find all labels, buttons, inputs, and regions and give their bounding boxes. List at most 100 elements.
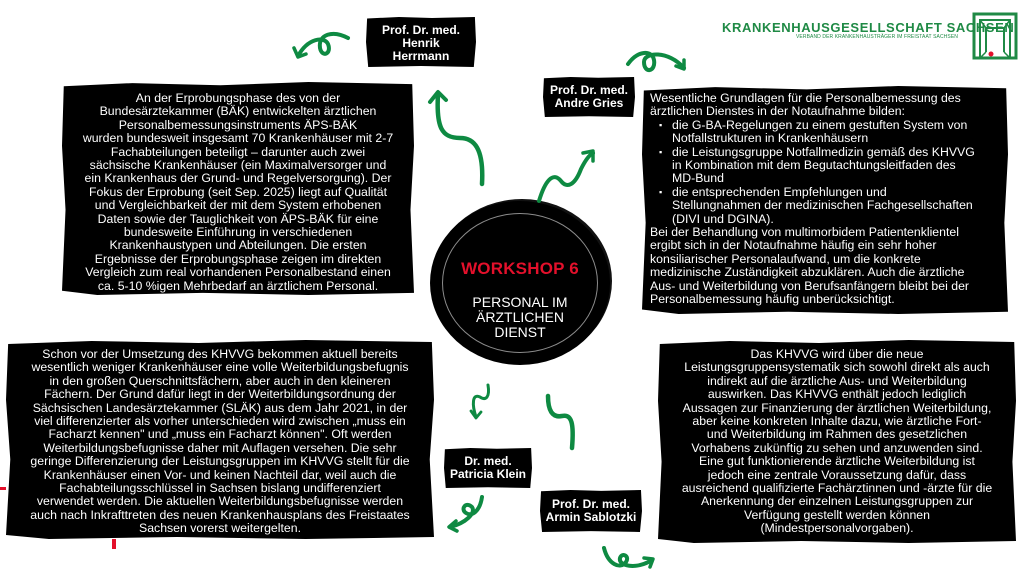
speaker-title: Prof. Dr. med. <box>549 83 629 97</box>
speaker-name: Andre Gries <box>554 96 624 110</box>
panel-line: Krankenhäuser einen Vor- und keinen Nach… <box>43 467 397 482</box>
panel-line: Fächern. Der Grund dafür liegt in der We… <box>44 387 396 402</box>
panel-line: Wesentliche Grundlagen für die Personalb… <box>650 91 961 105</box>
panel-line: und Weiterbildung im Rahmen des gesetzli… <box>706 427 968 442</box>
red-accent-mark <box>112 539 116 549</box>
workshop-title: WORKSHOP 6 <box>461 259 579 278</box>
bullet-line: Stellungnahmen der medizinischen Fachges… <box>672 198 973 213</box>
panel-line: und Vergleichbarkeit der mit dem System … <box>94 198 382 213</box>
red-accent-mark <box>0 487 6 490</box>
speaker-tag-gries: Prof. Dr. med. Andre Gries <box>543 77 635 117</box>
panel-line: Vergleich zum real vorhandenen Personalb… <box>85 265 391 280</box>
panel-khvvg-weiterbildung: Das KHVVG wird über die neue Leistungsgr… <box>658 340 1016 543</box>
panel-line: Ergebnisse der Erprobungsphase zeigen im… <box>94 251 382 266</box>
panel-line: bundesweite Einführung in verschiedenen <box>123 225 353 240</box>
speaker-title: Prof. Dr. med. <box>551 497 631 511</box>
panel-line: wesentlich weniger Krankenhäuser eine vo… <box>31 360 409 375</box>
panel-line: sächsische Krankenhäuser (ein Maximalver… <box>89 158 387 173</box>
panel-line: viel differenzierter als vorher untersch… <box>34 414 406 429</box>
curly-arrow-icon <box>469 383 490 420</box>
panel-line: aber keine konkreten Inhalte dazu, wie ä… <box>692 414 982 429</box>
panel-line: geringe Differenzierung der Leistungsgru… <box>30 454 410 469</box>
bullet-line: in Kombination mit dem Begutachtungsleit… <box>672 158 956 173</box>
curly-arrow-icon <box>602 546 655 569</box>
panel-line: Fachabteilungsschlüssel in Sachsen bisla… <box>59 481 381 496</box>
workshop-subtitle: PERSONAL IM ÄRZTLICHEN DIENST <box>432 295 608 340</box>
panel-line: Schon vor der Umsetzung des KHVVG bekomm… <box>42 347 398 361</box>
speaker-name: Patricia Klein <box>449 467 527 481</box>
panel-line: ausreichend qualifizierte Fachärztinnen … <box>681 481 993 496</box>
curly-arrow-icon <box>545 393 575 451</box>
panel-line: Eine gut funktionierende ärztliche Weite… <box>699 454 975 469</box>
speaker-first-name: Henrik <box>402 36 440 50</box>
speaker-name: Armin Sablotzki <box>545 510 637 524</box>
panel-line: Aussagen zur Finanzierung der ärztlichen… <box>682 400 992 415</box>
panel-line: Weiterbildungsbefugnisse daher mit Aufla… <box>43 440 397 455</box>
curly-arrow-icon <box>626 51 686 72</box>
bullet-item: die entsprechenden Empfehlungen und Stel… <box>659 184 1000 226</box>
panel-line: Das KHVVG wird über die neue <box>750 347 924 361</box>
panel-line: Personalbemessung häufig unberücksichtig… <box>650 292 895 307</box>
bullet-item: die G-BA-Regelungen zu einem gestuften S… <box>659 117 1000 146</box>
panel-line: Verfügung gestellt werden können <box>744 507 930 522</box>
subtitle-line: PERSONAL IM <box>472 294 568 310</box>
panel-line: auch nach Inkrafttreten des neuen Kranke… <box>30 507 410 522</box>
speaker-tag-sablotzki: Prof. Dr. med. Armin Sablotzki <box>540 490 642 532</box>
curly-arrow-icon <box>537 149 595 203</box>
panel-line: medizinische Zuständigkeit abzuklären. A… <box>650 265 965 280</box>
curly-arrow-icon <box>447 495 484 533</box>
speaker-tag-klein: Dr. med. Patricia Klein <box>444 448 532 488</box>
panel-line: in den großen Querschnittsfächern, aber … <box>49 373 391 388</box>
panel-line: jedoch eine zentrale Voraussetzung dafür… <box>707 467 967 482</box>
panel-line: Fokus der Erprobung (seit Sep. 2025) lie… <box>88 184 388 199</box>
logo-tagline: VERBAND DER KRANKENHAUSTRÄGER IM FREISTA… <box>796 34 958 40</box>
panel-notaufnahme: Wesentliche Grundlagen für die Personalb… <box>642 86 1008 314</box>
panel-line: wurden bundesweit insgesamt 70 Krankenhä… <box>82 131 394 146</box>
workshop-badge: WORKSHOP 6 PERSONAL IM ÄRZTLICHEN DIENST <box>432 203 608 363</box>
logo-org-name: KRANKENHAUSGESELLSCHAFT SACHSEN <box>722 20 1015 35</box>
bullet-line: Notfallstrukturen in Krankenhäusern <box>672 131 869 146</box>
panel-line: Facharzt kennen" und „muss ein Facharzt … <box>48 427 392 442</box>
panel-line: Sächsischen Landesärztekammer (SLÄK) aus… <box>32 400 408 415</box>
panel-weiterbildungsbefugnis: Schon vor der Umsetzung des KHVVG bekomm… <box>6 340 434 539</box>
panel-line: Sachsen vorerst weitergelten. <box>139 521 301 536</box>
bullet-list: die G-BA-Regelungen zu einem gestuften S… <box>650 117 1000 226</box>
panel-line: ärztlichen Dienstes in der Notaufnahme b… <box>650 104 905 119</box>
panel-line: Bundesärztekammer (BÄK) entwickelten ärz… <box>99 104 377 119</box>
panel-line: indirekt auf die ärztliche Aus- und Weit… <box>707 373 967 388</box>
panel-line: Daten sowie der Tauglichkeit von ÄPS-BÄK… <box>97 211 379 226</box>
speaker-last-name: Herrmann <box>392 49 450 63</box>
panel-line: ein Krankenhaus der Grund- und Regelvers… <box>84 171 392 186</box>
bullet-line: MD-Bund <box>672 171 724 186</box>
panel-line: Fachabteilungen beteiligt – darunter auc… <box>110 144 366 159</box>
speaker-title: Dr. med. <box>464 454 512 468</box>
panel-line: auswirken. Das KHVVG enthält jedoch ledi… <box>707 387 967 402</box>
gate-logo-icon <box>972 12 1018 60</box>
panel-line: Leistungsgruppensystematik sich sowohl d… <box>684 360 990 375</box>
panel-line: An der Erprobungsphase des von der <box>135 91 341 105</box>
panel-line: Personalbemessungsinstruments ÄPS-BÄK <box>118 117 358 132</box>
panel-line: konsiliarischer Personalaufwand, um die … <box>650 251 921 266</box>
panel-line: ca. 5-10 %igen Mehrbedarf an ärztlichem … <box>97 278 379 293</box>
speaker-tag-herrmann: Prof. Dr. med. Henrik Herrmann <box>366 17 476 67</box>
panel-line: Aus- und Weiterbildung von Berufsanfänge… <box>650 278 970 293</box>
speaker-title: Prof. Dr. med. <box>381 23 461 37</box>
panel-line: Krankenhaustypen und Abteilungen. Die er… <box>109 238 367 253</box>
panel-line: (Mindestpersonalvorgaben). <box>760 521 914 536</box>
panel-line: Vorhabens zukünftig zu sehen und anzuwen… <box>691 440 983 455</box>
panel-line: verwendet werden. Die aktuellen Weiterbi… <box>36 494 404 509</box>
curly-arrow-icon <box>428 90 485 187</box>
bullet-line: die Leistungsgruppe Notfallmedizin gemäß… <box>672 144 975 159</box>
bullet-item: die Leistungsgruppe Notfallmedizin gemäß… <box>659 144 1000 186</box>
bullet-line: die entsprechenden Empfehlungen und <box>672 184 887 199</box>
bullet-line: die G-BA-Regelungen zu einem gestuften S… <box>672 117 968 132</box>
curly-arrow-icon <box>292 31 350 59</box>
badge-ring <box>442 213 598 353</box>
panel-aeps-baek: An der Erprobungsphase des von der Bunde… <box>62 82 414 295</box>
panel-line: ergibt sich in der Notaufnahme häufig ei… <box>650 238 937 253</box>
subtitle-line: ÄRZTLICHEN <box>476 309 564 325</box>
bullet-line: (DIVI und DGINA). <box>672 211 774 226</box>
panel-line: Bei der Behandlung von multimorbidem Pat… <box>650 225 959 240</box>
panel-line: Anerkennung der einzelnen Leistungsgrupp… <box>700 494 974 509</box>
subtitle-line: DIENST <box>494 324 546 340</box>
